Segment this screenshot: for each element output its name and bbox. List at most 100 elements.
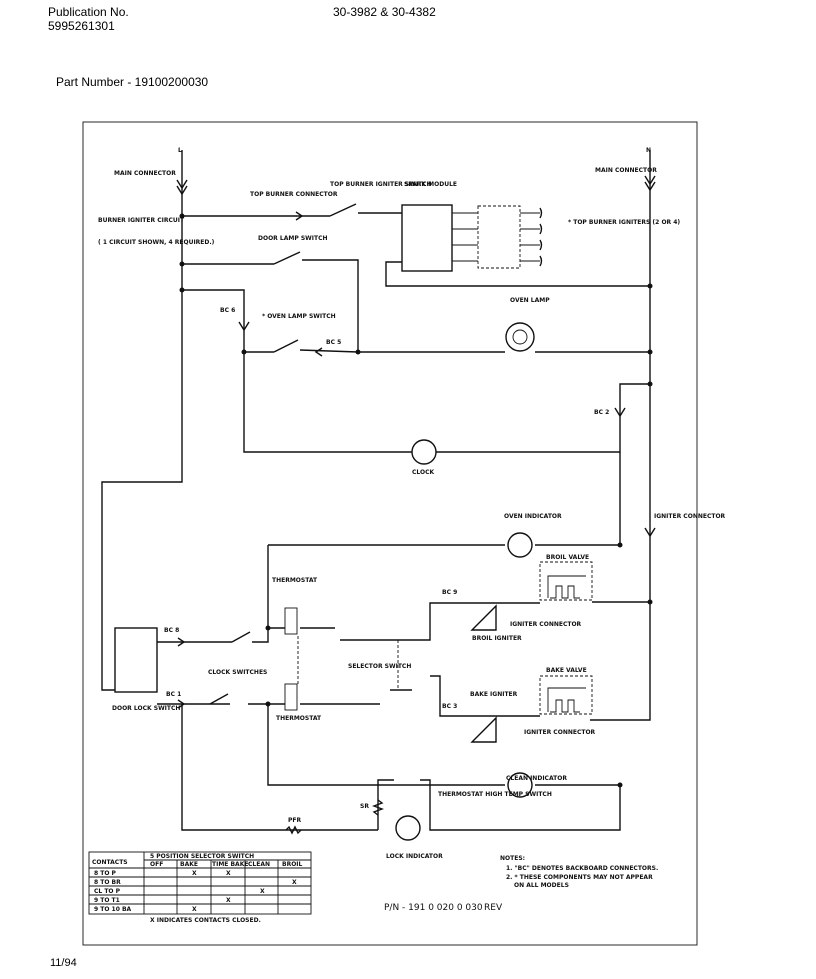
clean-indicator-icon (507, 772, 533, 798)
label-igniter-connector-right: IGNITER CONNECTOR (654, 513, 726, 520)
lock-indicator-icon (395, 815, 421, 841)
table-col-bake: BAKE (180, 861, 198, 868)
table-row-1: 8 TO P (94, 870, 117, 877)
label-spark-module: SPARK MODULE (404, 181, 457, 188)
wire-oven-indicator (268, 452, 621, 546)
publication-number: 5995261301 (48, 19, 115, 33)
wire-oven-lamp (182, 289, 650, 353)
label-door-lamp-switch: DOOR LAMP SWITCH (258, 235, 328, 242)
label-door-lock-switch: DOOR LOCK SWITCH (112, 705, 180, 712)
table-x: X (192, 870, 197, 877)
wire-thermostat (268, 602, 470, 717)
wire-n-main (590, 150, 651, 721)
main-connector-right-arrow (644, 175, 656, 192)
table-x: X (226, 870, 231, 877)
table-row-4: 9 TO T1 (94, 897, 120, 904)
table-header-contacts: CONTACTS (92, 859, 128, 866)
label-top-burner-connector: TOP BURNER CONNECTOR (250, 191, 338, 198)
wire-broil-valve (470, 601, 650, 604)
label-broil-igniter: BROIL IGNITER (472, 635, 522, 642)
label-bc1: BC 1 (166, 691, 181, 698)
model-numbers: 30-3982 & 30-4382 (333, 5, 436, 19)
wire-clock-switches (200, 545, 620, 786)
label-note-2: 2. * THESE COMPONENTS MAY NOT APPEAR (506, 874, 653, 881)
label-main-connector-left: MAIN CONNECTOR (114, 170, 176, 177)
spark-module-box (401, 204, 453, 272)
label-lock-indicator: LOCK INDICATOR (386, 853, 443, 860)
clock-switch-2 (209, 693, 229, 705)
table-row-3: CL TO P (94, 888, 121, 895)
broil-valve-box (539, 561, 593, 601)
clock-switch-1 (231, 631, 251, 643)
label-note-1: 1. "BC" DENOTES BACKBOARD CONNECTORS. (506, 865, 658, 872)
sr-resistor (372, 799, 384, 816)
thermostat-bottom (284, 683, 298, 711)
table-col-clean: CLEAN (248, 861, 270, 868)
table-col-off: OFF (150, 861, 163, 868)
label-pfr: PFR (288, 817, 301, 824)
label-oven-lamp-switch: * OVEN LAMP SWITCH (262, 313, 336, 320)
label-bc3: BC 3 (442, 703, 457, 710)
label-bake-valve: BAKE VALVE (546, 667, 587, 674)
publication-label: Publication No. (48, 5, 129, 19)
label-bc6: BC 6 (220, 307, 235, 314)
bc1-arrow (177, 699, 186, 709)
label-clock-switches: CLOCK SWITCHES (208, 669, 267, 676)
oven-lamp-switch (273, 339, 299, 353)
label-thermostat-bottom: THERMOSTAT (276, 715, 322, 722)
wire-door-lamp (182, 259, 359, 352)
selector-switch-table (88, 851, 312, 915)
top-burner-igniter-switch (329, 203, 357, 217)
igniter-connector-box (477, 205, 521, 269)
label-burner-igniter-circuit: BURNER IGNITER CIRCUIT (98, 217, 185, 224)
wire-clock (243, 352, 650, 453)
label-x-indicates: X INDICATES CONTACTS CLOSED. (150, 917, 261, 924)
label-part-number-diagram: P/N - 191 0 020 0 030 (384, 903, 483, 913)
bake-valve-box (539, 675, 593, 715)
label-sr: SR (360, 803, 369, 810)
door-lamp-switch (273, 251, 301, 265)
main-connector-left-arrow (176, 179, 188, 196)
label-bc8: BC 8 (164, 627, 179, 634)
label-thermostat-high-temp: THERMOSTAT HIGH TEMP SWITCH (438, 791, 552, 798)
label-oven-indicator: OVEN INDICATOR (504, 513, 562, 520)
label-thermostat-top: THERMOSTAT (272, 577, 318, 584)
table-x: X (292, 879, 297, 886)
igniter-coils (539, 207, 543, 267)
door-lock-switch-box (114, 627, 158, 693)
broil-valve-element (547, 575, 586, 599)
wire-lock-circuit (181, 704, 621, 831)
label-broil-valve: BROIL VALVE (546, 554, 589, 561)
label-clock: CLOCK (412, 469, 435, 476)
broil-igniter (470, 604, 497, 631)
label-selector-switch: SELECTOR SWITCH (348, 663, 411, 670)
label-bc9: BC 9 (442, 589, 457, 596)
label-top-burner-igniters: * TOP BURNER IGNITERS (2 OR 4) (568, 219, 680, 226)
label-bc5: BC 5 (326, 339, 341, 346)
table-row-5: 9 TO 10 BA (94, 906, 132, 913)
label-n-line: N (646, 147, 651, 154)
label-igniter-connector-bake: IGNITER CONNECTOR (524, 729, 596, 736)
spark-outputs (452, 212, 540, 262)
wire-door-lock-out (157, 641, 200, 705)
label-oven-lamp: OVEN LAMP (510, 297, 550, 304)
part-number: Part Number - 19100200030 (56, 75, 209, 89)
junction-dots (179, 213, 653, 788)
label-igniter-connector-broil: IGNITER CONNECTOR (510, 621, 582, 628)
top-burner-connector-arrow (295, 211, 304, 221)
table-col-broil: BROIL (282, 861, 303, 868)
oven-indicator-icon (507, 532, 533, 558)
schematic-border (82, 121, 698, 946)
thermostat-top (284, 607, 298, 635)
label-main-connector-right: MAIN CONNECTOR (595, 167, 657, 174)
label-top-burner-igniter-switch: TOP BURNER IGNITER SWITCH (330, 181, 432, 188)
label-notes: NOTES: (500, 855, 525, 862)
pfr-resistor (285, 825, 302, 835)
table-col-timebake: TIME BAKE (212, 861, 248, 868)
label-bake-igniter: BAKE IGNITER (470, 691, 518, 698)
label-l-line: L (178, 147, 182, 154)
igniter-connector-right-arrow (644, 527, 656, 538)
wire-l1-main (101, 150, 183, 691)
table-x: X (226, 897, 231, 904)
bc6-arrow (238, 321, 250, 332)
